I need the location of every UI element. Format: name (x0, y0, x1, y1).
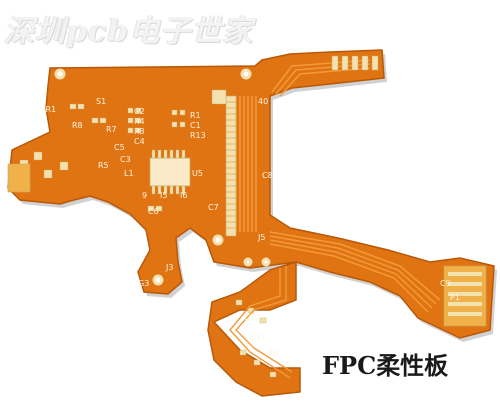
silk-R7: R7 (106, 125, 117, 134)
silk-R1: R1 (190, 111, 201, 120)
silk-C3: C3 (120, 155, 131, 164)
silk-R4: R4 (134, 117, 145, 126)
mounting-holes (54, 68, 271, 286)
right-gold-fingers (448, 272, 482, 316)
silk-R3: R3 (134, 127, 145, 136)
silk-C10: C10 (244, 313, 260, 322)
silk-P1: P1 (450, 293, 460, 302)
silk-J3: J3 (165, 263, 173, 272)
silk-J5: J5 (257, 233, 265, 242)
silk-L1: L1 (124, 169, 134, 178)
left-gold-finger-tail (7, 163, 31, 193)
silk-C9: C9 (440, 279, 451, 288)
silk-S1: S1 (96, 97, 106, 106)
silk-C6: C6 (148, 207, 159, 216)
silk-VR1: VR1 (40, 105, 56, 114)
silk-C7: C7 (208, 203, 219, 212)
silk-R13: R13 (190, 131, 206, 140)
silkscreen-labels: S1 R8 R7 VR1 C5 C2 R4 R3 C4 R1 C1 R13 C3… (40, 97, 460, 358)
ic-chip-u5 (149, 157, 191, 187)
silk-C4: C4 (134, 137, 145, 146)
top-tail-gold-pads (331, 55, 379, 71)
connector-gold-strip (225, 95, 237, 237)
caption-text: FPC柔性板 (322, 351, 449, 380)
trace-bundle-right (269, 231, 441, 313)
silk-C2: C2 (134, 107, 145, 116)
silk-R6: R6 (268, 349, 279, 358)
silk-9: 9 (142, 191, 147, 200)
silk-C1: C1 (190, 121, 201, 130)
ic-pads (151, 149, 186, 195)
silk-40: 40 (258, 97, 268, 106)
silk-I6: I6 (180, 191, 187, 200)
silk-I5: I5 (160, 191, 167, 200)
smd-pads (19, 89, 277, 378)
silk-R8: R8 (72, 121, 83, 130)
flex-substrate-lower-arm (207, 260, 301, 397)
silk-R5: R5 (98, 161, 109, 170)
connector-pins (226, 101, 236, 229)
silk-C5: C5 (114, 143, 125, 152)
trace-lower-arm (229, 266, 293, 379)
silk-C8: C8 (262, 171, 273, 180)
silk-U5: U5 (192, 169, 203, 178)
silk-G3: G3 (138, 279, 149, 288)
watermark-text: 深圳pcb电子世家 (4, 14, 254, 49)
silk-C11: C11 (250, 333, 266, 342)
